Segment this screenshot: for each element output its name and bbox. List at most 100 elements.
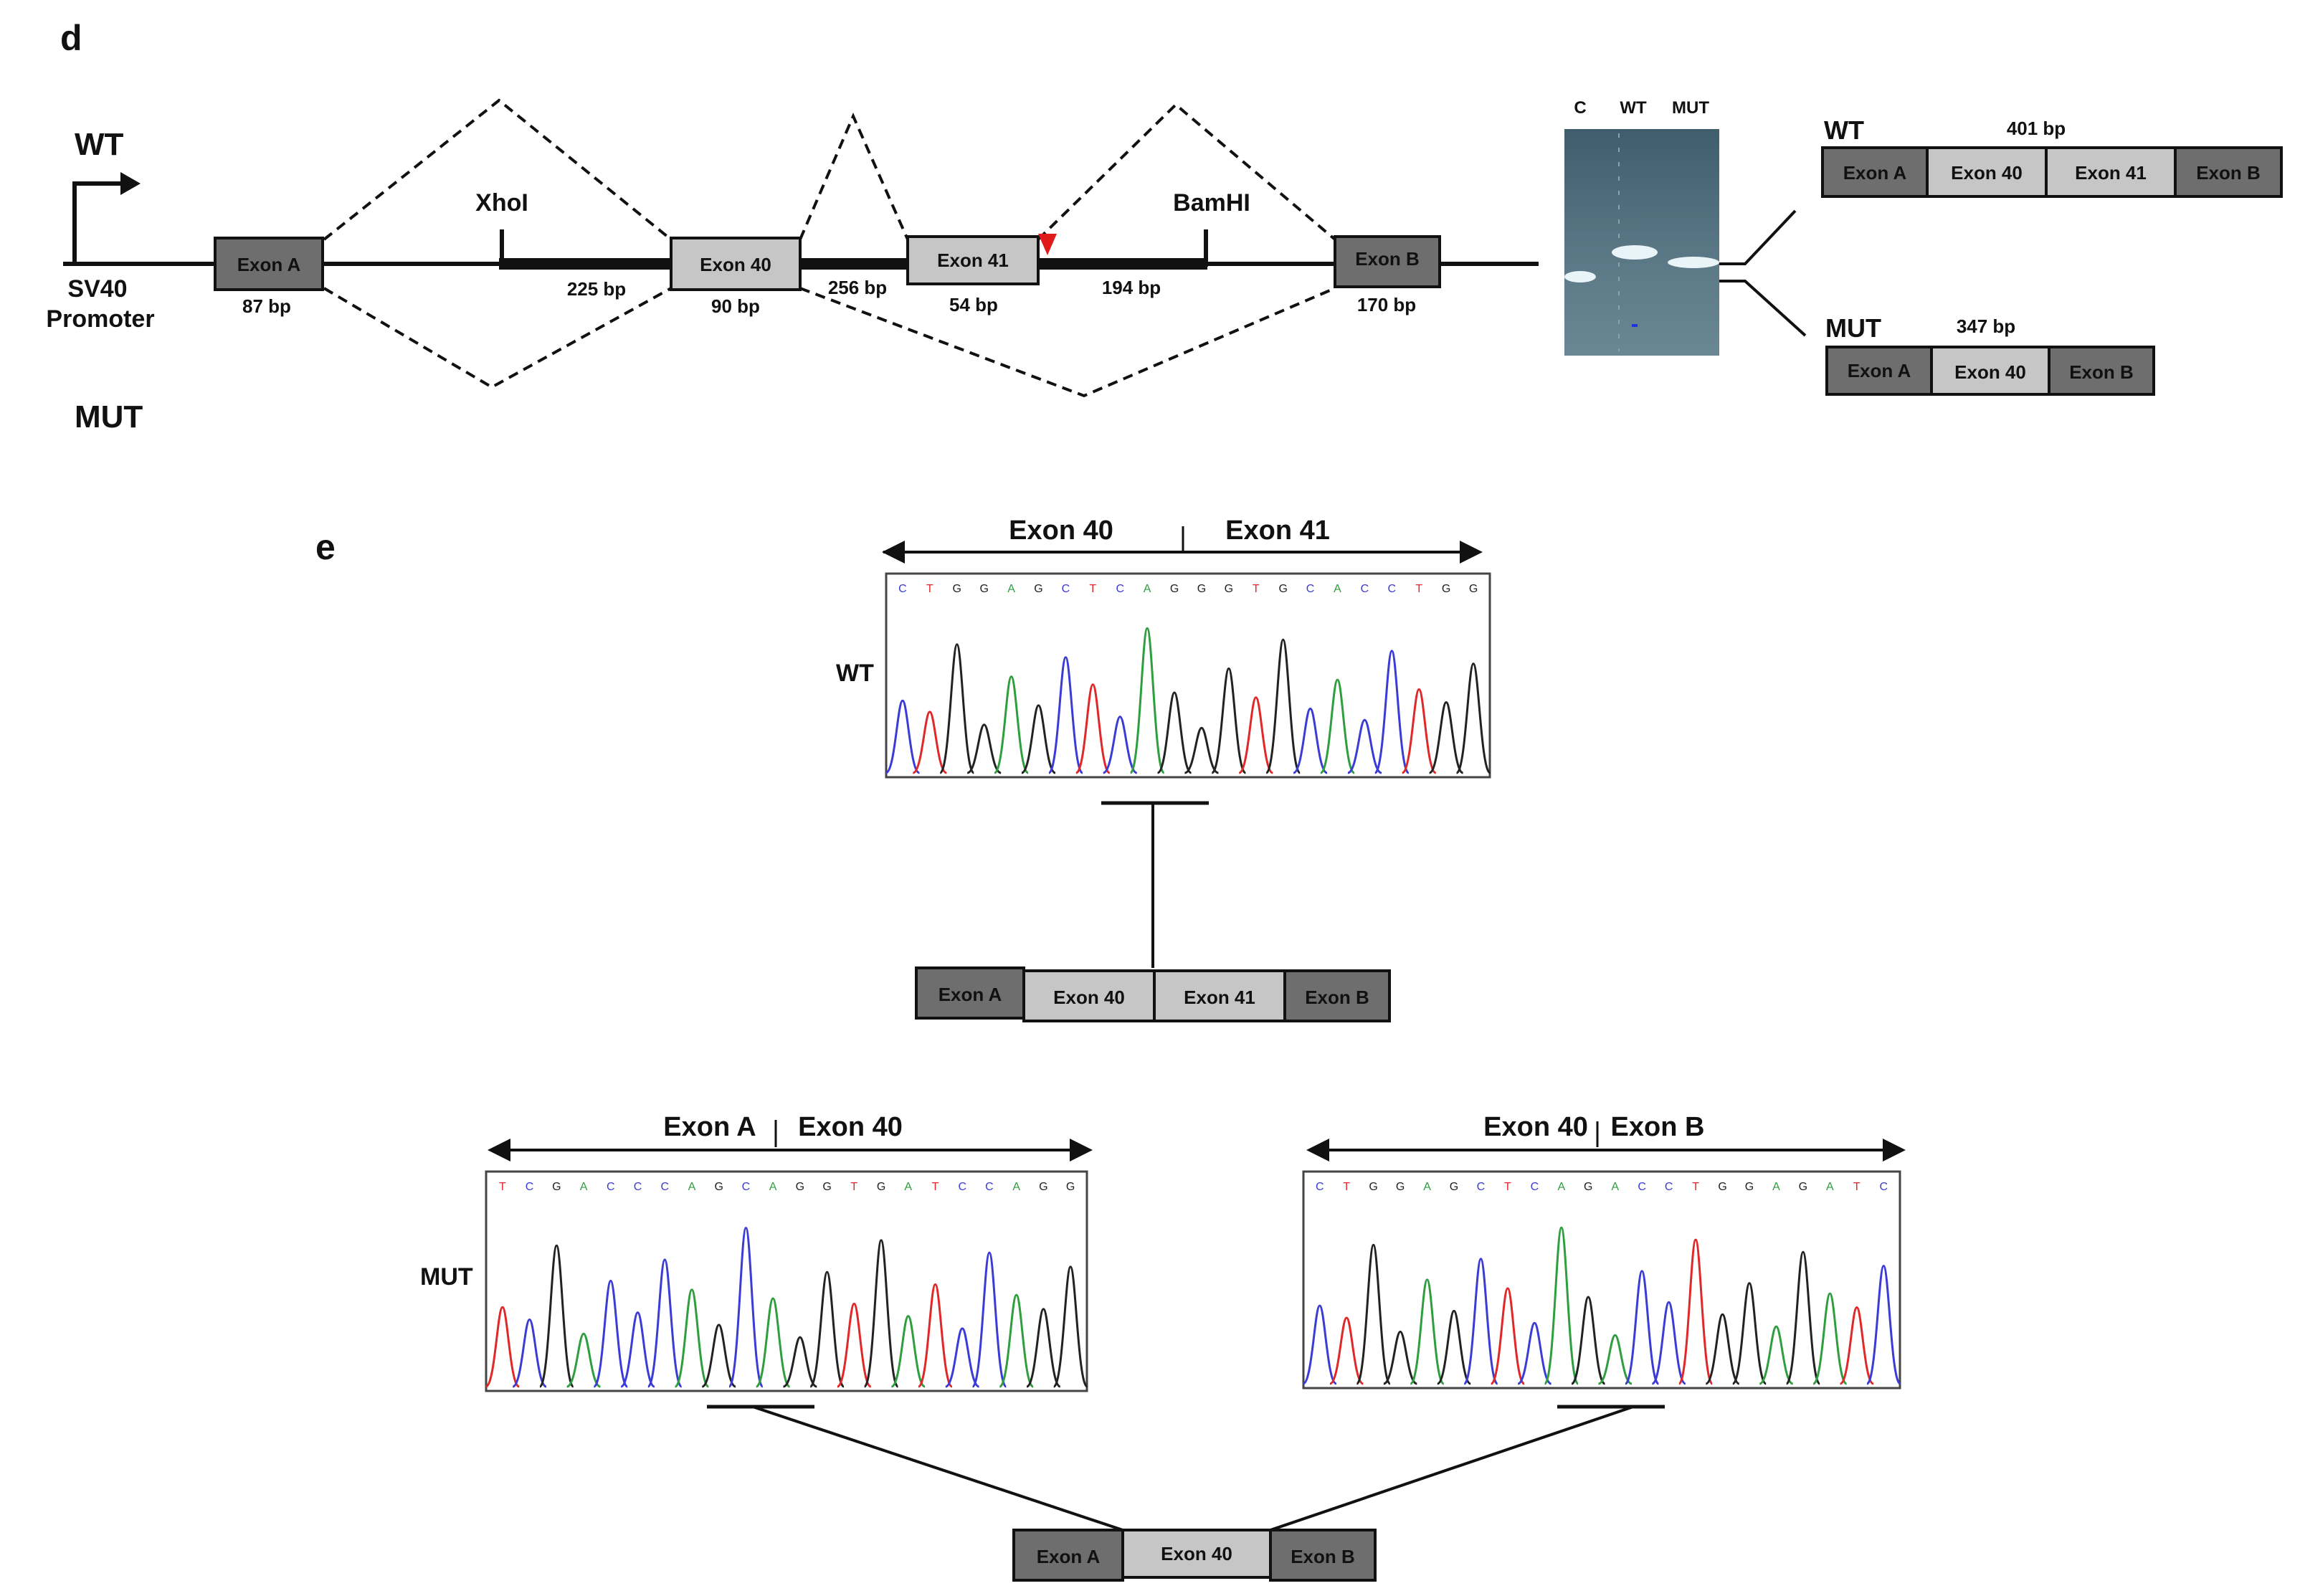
mut-right-arrow-left-label: Exon 40 <box>1483 1112 1588 1142</box>
mut-right-trace-peak <box>1651 1301 1686 1385</box>
panel-d-letter: d <box>60 18 82 58</box>
mut-left-trace-base-call: T <box>850 1181 857 1193</box>
mut-product-size: 347 bp <box>1957 315 2015 337</box>
mut-right-trace-base-call: G <box>1584 1181 1592 1193</box>
mut-left-trace-peak <box>620 1311 655 1388</box>
wt-splice-2 <box>799 112 909 240</box>
wt-trace-base-call: G <box>1170 583 1179 595</box>
wt-trace-peak <box>1401 688 1437 774</box>
mut-right-trace-peak <box>1355 1243 1392 1385</box>
mut-left-trace-peak <box>971 1251 1007 1388</box>
mut-right-trace-base-call: G <box>1718 1181 1726 1193</box>
wt-range-arrow <box>882 526 1483 564</box>
mut-right-trace-base-call: A <box>1423 1181 1431 1193</box>
exon-41-label: Exon 41 <box>937 250 1009 271</box>
mut-left-trace-peak <box>998 1293 1035 1388</box>
wt-trace-peak <box>938 643 975 774</box>
gel-band-mut <box>1668 257 1719 268</box>
gel-image <box>1564 129 1719 356</box>
mut-left-trace-base-call: G <box>822 1181 831 1193</box>
wt-trace-peak <box>1319 678 1356 774</box>
wt-trace-peak <box>1265 638 1301 774</box>
mut-product-exon-40-label: Exon 40 <box>1954 361 2026 383</box>
wt-trace-base-call: G <box>1197 583 1206 595</box>
exon-41-size: 54 bp <box>949 294 998 315</box>
mut-product-exon-b <box>2048 346 2155 396</box>
mut-left-trace-peak <box>728 1227 764 1388</box>
mut-left-trace-base-call: A <box>688 1181 696 1193</box>
wt-splice-3 <box>1037 103 1336 241</box>
mut-right-trace-peak <box>1570 1296 1606 1385</box>
wt-trace-base-call: G <box>1469 583 1478 595</box>
mut-right-trace-base-call: A <box>1557 1181 1565 1193</box>
gel-lane-mut: MUT <box>1672 98 1709 118</box>
mut-left-chromatogram-frame <box>485 1170 1088 1392</box>
gel-spot <box>1632 324 1638 327</box>
wt-trace-peak <box>1238 696 1274 774</box>
mut-right-trace-base-call: T <box>1343 1181 1350 1193</box>
mut-right-trace-peak <box>1839 1306 1874 1385</box>
wt-arrow-right-label: Exon 41 <box>1225 516 1330 546</box>
exon-40-box <box>670 237 802 291</box>
mut-left-trace-base-call: C <box>607 1181 615 1193</box>
mut-right-trace-peak <box>1624 1270 1660 1385</box>
e-wt-exon-b <box>1283 969 1391 1022</box>
mut-product-exon-40 <box>1930 346 2050 396</box>
wt-trace-peak <box>1184 726 1220 774</box>
e-mut-exon-a-label: Exon A <box>1037 1546 1101 1567</box>
wt-trace-row-label: WT <box>836 660 874 687</box>
mut-left-trace-peak <box>674 1288 710 1388</box>
mut-left-trace-peak <box>1052 1265 1088 1388</box>
wt-trace-base-call: C <box>1116 583 1124 595</box>
wt-trace-peak <box>1156 691 1192 774</box>
mut-right-trace-base-call: A <box>1772 1181 1780 1193</box>
e-mut-exon-b-label: Exon B <box>1291 1546 1355 1567</box>
mut-right-trace-base-call: T <box>1692 1181 1699 1193</box>
xhoi-label: XhoI <box>475 189 528 217</box>
intron-1-size: 225 bp <box>567 278 626 300</box>
mut-right-trace-base-call: G <box>1799 1181 1807 1193</box>
wt-trace-peak <box>1102 716 1138 774</box>
wt-product-exon-a-label: Exon A <box>1843 162 1907 184</box>
mut-left-trace-base-call: C <box>526 1181 534 1193</box>
mut-label: MUT <box>75 399 143 434</box>
mut-right-trace-base-call: C <box>1531 1181 1539 1193</box>
mut-right-trace-base-call: T <box>1853 1181 1861 1193</box>
wt-trace-base-call: A <box>1007 583 1015 595</box>
wt-product-size: 401 bp <box>2007 118 2066 139</box>
mut-right-trace-peak <box>1383 1330 1418 1385</box>
exon-a-box <box>214 237 324 291</box>
exon-41-box <box>906 235 1040 285</box>
e-wt-exon-a-label: Exon A <box>938 984 1002 1005</box>
mut-right-trace-peak <box>1597 1334 1633 1385</box>
e-mut-exon-40 <box>1121 1529 1272 1579</box>
wt-trace-peak <box>1210 667 1247 774</box>
mut-right-range-arrow <box>1306 1121 1906 1162</box>
mut-left-trace-base-call: C <box>634 1181 642 1193</box>
mut-right-trace-peak <box>1409 1278 1445 1385</box>
exon-40-label: Exon 40 <box>700 254 771 275</box>
mut-right-trace-base-call: A <box>1611 1181 1619 1193</box>
mut-left-trace-peak <box>647 1258 683 1388</box>
mut-left-trace-peak <box>837 1302 872 1388</box>
wt-trace-base-call: G <box>1442 583 1450 595</box>
mut-left-trace-base-call: G <box>714 1181 723 1193</box>
wt-trace-peak <box>1455 662 1492 774</box>
mut-left-trace-peak <box>945 1327 980 1388</box>
wt-trace-peak <box>1374 650 1410 774</box>
e-wt-exon-b-label: Exon B <box>1305 987 1369 1008</box>
promoter-label-line1: SV40 <box>67 275 127 303</box>
mut-left-trace-peak <box>890 1315 926 1388</box>
wt-arrow-left-label: Exon 40 <box>1009 516 1113 546</box>
wt-product-connector <box>1719 209 1797 265</box>
wt-product-exon-a <box>1821 146 1929 198</box>
mut-left-trace-base-call: C <box>742 1181 751 1193</box>
mut-right-trace-peak <box>1731 1282 1767 1385</box>
wt-product-label: WT <box>1824 115 1864 145</box>
wt-trace-peak <box>966 723 1002 774</box>
mut-right-trace-peak <box>1329 1316 1364 1385</box>
wt-chromatogram-frame <box>885 572 1491 779</box>
wt-trace-peak <box>1428 700 1464 774</box>
